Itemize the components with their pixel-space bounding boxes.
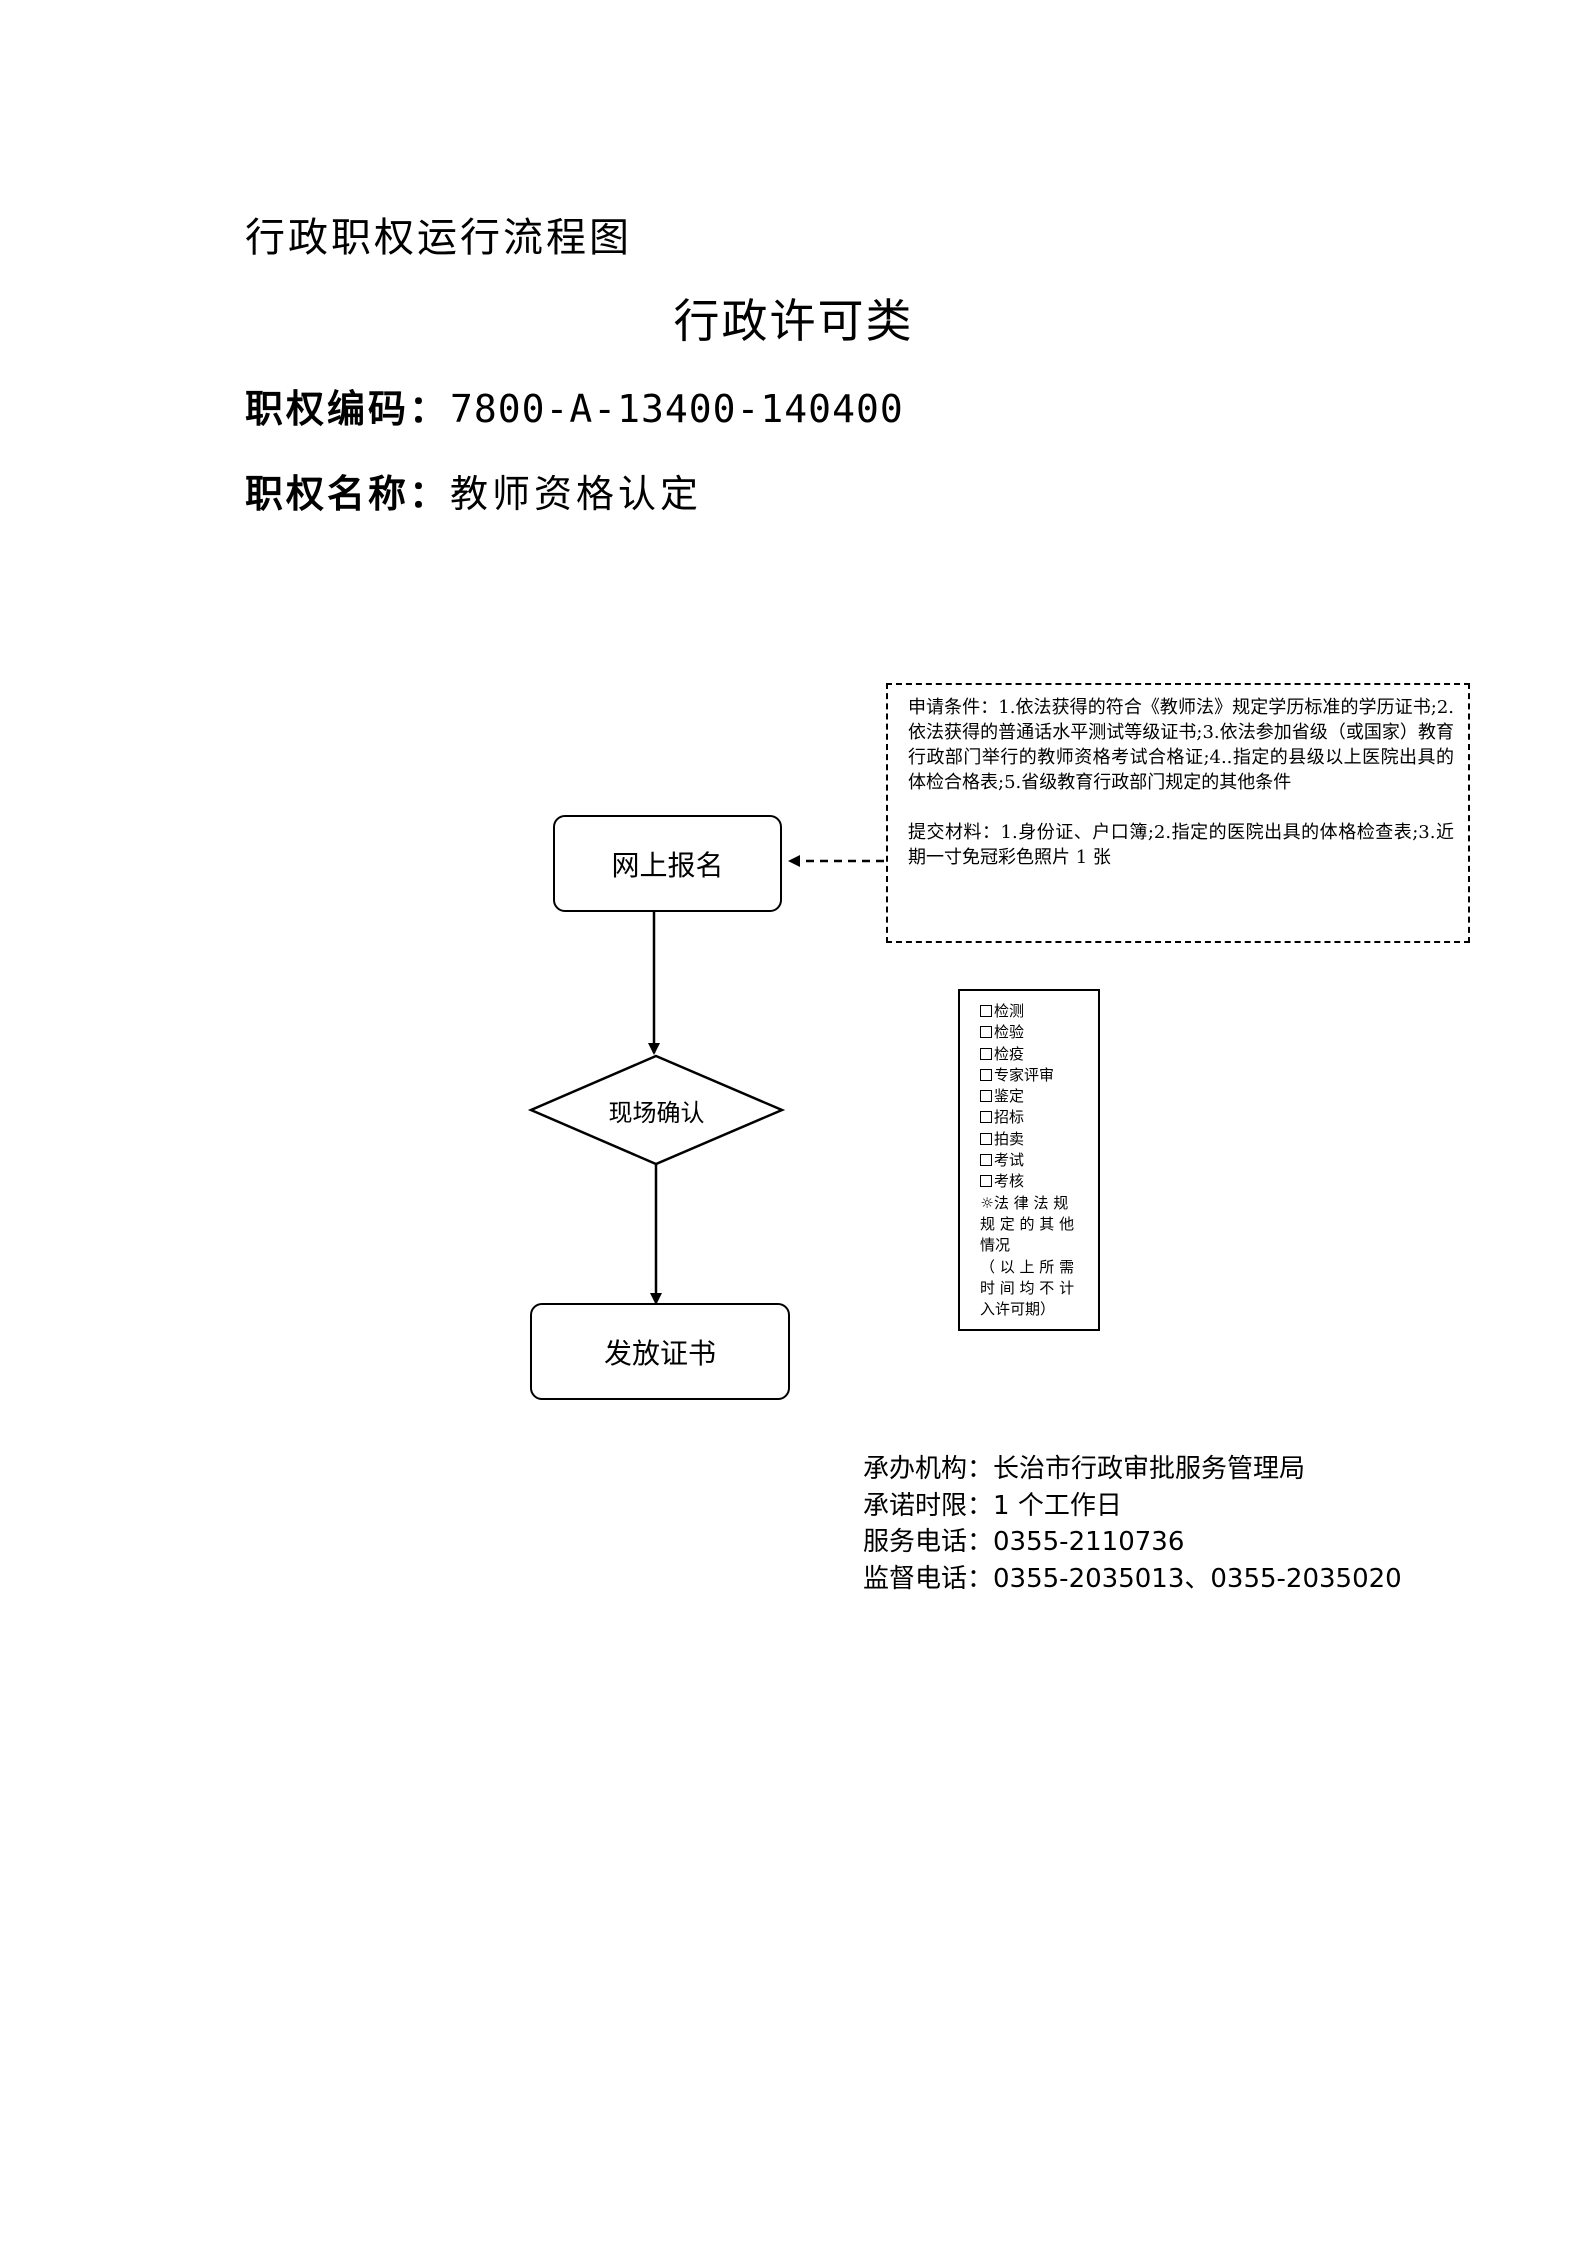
page-header: 行政职权运行流程图 [245, 215, 632, 261]
checklist-note-line: 时 间 均 不 计 [980, 1278, 1075, 1297]
checklist-item-label: 检验 [994, 1023, 1025, 1042]
authority-name-value: 教师资格认定 [450, 472, 703, 516]
gear-icon: ☼ [980, 1193, 994, 1212]
authority-code-label: 职权编码： [245, 386, 451, 431]
checklist-item-label: 检测 [994, 1002, 1025, 1020]
checklist-other-line: 情况 [980, 1236, 1011, 1255]
checkbox-icon [980, 1175, 992, 1188]
checklist-item: 拍卖 [980, 1129, 1090, 1150]
service-phone-label: 服务电话： [863, 1527, 994, 1557]
agency-label: 承办机构： [863, 1454, 994, 1484]
checklist-item: 检验 [980, 1022, 1090, 1043]
flow-step-issue-certificate: 发放证书 [530, 1303, 790, 1400]
authority-code-value: 7800-A-13400-140400 [450, 387, 904, 431]
authority-name-label: 职权名称： [245, 471, 451, 516]
deadline-label: 承诺时限： [863, 1490, 994, 1521]
agency-value: 长治市行政审批服务管理局 [993, 1454, 1306, 1484]
checklist-item: 鉴定 [980, 1086, 1090, 1107]
service-phone-row: 服务电话：0355-2110736 [863, 1524, 1402, 1561]
checkbox-icon [980, 1068, 992, 1081]
deadline-row: 承诺时限：1 个工作日 [863, 1488, 1402, 1525]
flow-step-online-signup: 网上报名 [553, 815, 782, 912]
agency-row: 承办机构：长治市行政审批服务管理局 [863, 1451, 1402, 1488]
checklist-item-label: 考试 [994, 1151, 1025, 1170]
flow-step-diamond [527, 1054, 786, 1166]
special-procedures-checklist: 检测 检验 检疫 专家评审 鉴定 招标 拍卖 考试 考核 ☼法 律 法 规 规 … [958, 989, 1100, 1331]
checklist-other-item: ☼法 律 法 规 规 定 的 其 他 情况 [980, 1193, 1090, 1257]
supervision-phone-row: 监督电话：0355-2035013、0355-2035020 [863, 1561, 1402, 1598]
checklist-time-note: （ 以 上 所 需 时 间 均 不 计 入许可期） [980, 1257, 1090, 1321]
checklist-item-label: 鉴定 [994, 1087, 1025, 1106]
checklist-item: 检测 [980, 1001, 1090, 1022]
service-info-block: 承办机构：长治市行政审批服务管理局 承诺时限：1 个工作日 服务电话：0355-… [863, 1451, 1402, 1597]
conditions-note-box: 申请条件：1.依法获得的符合《教师法》规定学历标准的学历证书;2.依法获得的普通… [886, 683, 1470, 943]
checkbox-icon [980, 1111, 992, 1124]
document-category-title: 行政许可类 [673, 294, 914, 348]
authority-code-line: 职权编码：7800-A-13400-140400 [245, 378, 904, 433]
checkbox-icon [980, 1154, 992, 1167]
checklist-other-line: 规 定 的 其 他 [980, 1214, 1075, 1233]
checklist-item-label: 检疫 [994, 1044, 1025, 1063]
checklist-item-label: 拍卖 [994, 1129, 1025, 1148]
checkbox-icon [980, 1026, 992, 1039]
deadline-value: 1 个工作日 [993, 1490, 1122, 1521]
authority-name-line: 职权名称：教师资格认定 [245, 463, 702, 518]
checkbox-icon [980, 1132, 992, 1145]
checklist-note-line: 入许可期） [980, 1300, 1056, 1319]
flow-step-online-signup-label: 网上报名 [611, 848, 724, 882]
checklist-item: 专家评审 [980, 1065, 1090, 1086]
checklist-other-line: 法 律 法 规 [994, 1193, 1069, 1212]
flow-step-issue-certificate-label: 发放证书 [603, 1336, 716, 1370]
checkbox-icon [980, 1047, 992, 1060]
checklist-item-label: 专家评审 [994, 1065, 1055, 1084]
flow-step-onsite-confirm-label: 现场确认 [608, 1098, 705, 1127]
supervision-phone-label: 监督电话： [863, 1563, 994, 1594]
required-materials-text: 提交材料：1.身份证、户口簿;2.指定的医院出具的体格检查表;3.近期一寸免冠彩… [908, 822, 1454, 868]
checkbox-icon [980, 1005, 992, 1017]
application-conditions-text: 申请条件：1.依法获得的符合《教师法》规定学历标准的学历证书;2.依法获得的普通… [908, 697, 1454, 793]
checklist-item: 招标 [980, 1107, 1090, 1128]
checklist-note-line: （ 以 上 所 需 [980, 1257, 1075, 1276]
checklist-item: 考试 [980, 1150, 1090, 1171]
supervision-phone-value: 0355-2035013、0355-2035020 [993, 1563, 1402, 1594]
flow-step-onsite-confirm: 现场确认 [531, 1056, 782, 1164]
checklist-item-label: 招标 [994, 1108, 1025, 1127]
checklist-item: 考核 [980, 1171, 1090, 1192]
checklist-item: 检疫 [980, 1044, 1090, 1065]
service-phone-value: 0355-2110736 [993, 1527, 1185, 1557]
checklist-item-label: 考核 [994, 1172, 1025, 1191]
checkbox-icon [980, 1090, 992, 1103]
